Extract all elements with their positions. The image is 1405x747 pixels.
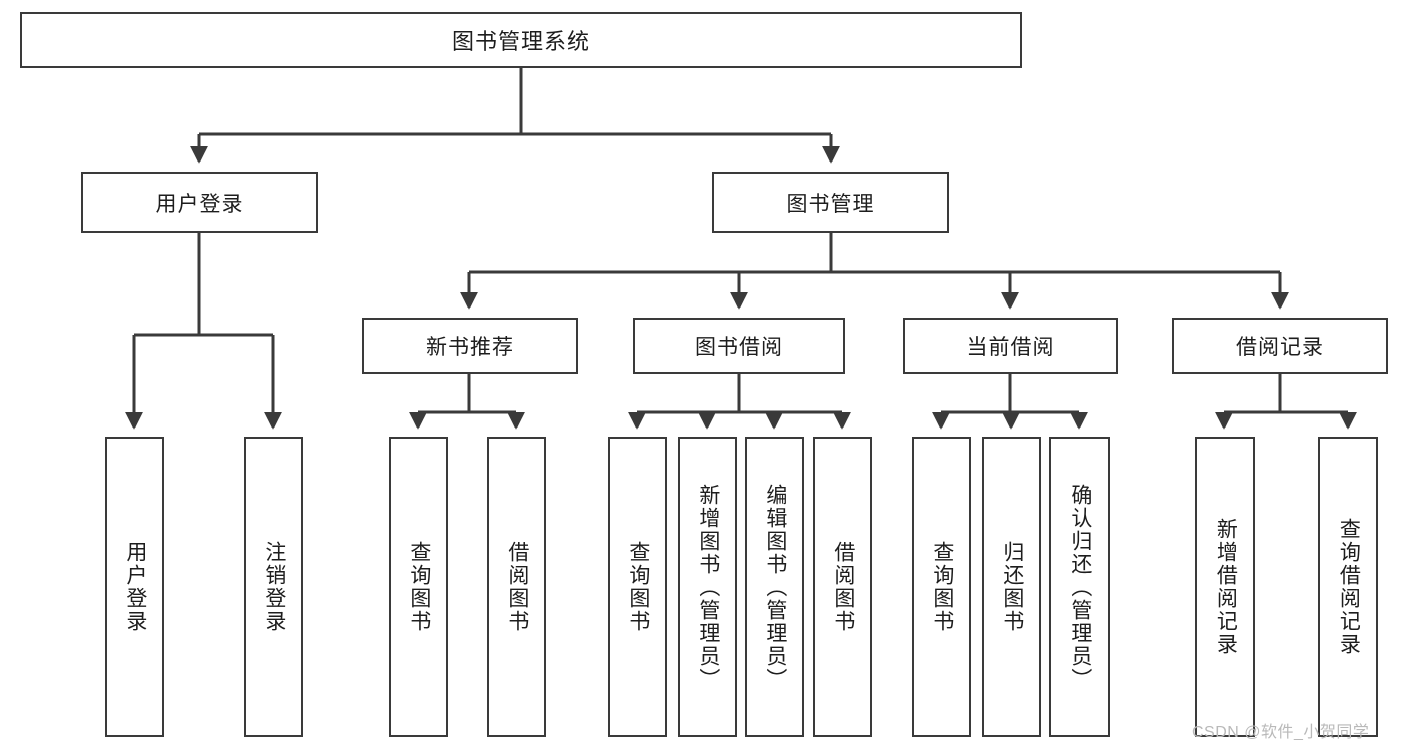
node-label: 用户登录 [155,192,244,216]
node-leaf-query-borrow-record[interactable]: 查询借阅记录 [1318,437,1378,737]
node-leaf-borrow-book-1[interactable]: 借阅图书 [487,437,546,737]
node-book-management-system[interactable]: 图书管理系统 [20,12,1022,68]
node-label: 编辑图书（管理员） [763,483,787,691]
node-borrow-record[interactable]: 借阅记录 [1172,318,1388,374]
node-label: 借阅记录 [1236,336,1324,359]
node-book-management[interactable]: 图书管理 [712,172,949,233]
node-leaf-query-book-2[interactable]: 查询图书 [608,437,667,737]
node-leaf-query-book-3[interactable]: 查询图书 [912,437,971,737]
node-leaf-borrow-book-2[interactable]: 借阅图书 [813,437,872,737]
node-new-book-recommend[interactable]: 新书推荐 [362,318,578,374]
node-label: 新增图书（管理员） [696,483,720,691]
node-leaf-user-login[interactable]: 用户登录 [105,437,164,737]
node-label: 新增借阅记录 [1214,518,1238,656]
node-label: 用户登录 [123,541,147,633]
node-label: 图书管理 [786,192,875,216]
node-label: 新书推荐 [426,336,514,359]
node-leaf-query-book-1[interactable]: 查询图书 [389,437,448,737]
node-label: 查询借阅记录 [1337,518,1361,656]
node-label: 查询图书 [626,541,650,633]
node-leaf-add-book-admin[interactable]: 新增图书（管理员） [678,437,737,737]
node-leaf-edit-book-admin[interactable]: 编辑图书（管理员） [745,437,804,737]
node-label: 借阅图书 [505,541,529,633]
node-current-borrow[interactable]: 当前借阅 [903,318,1118,374]
node-book-borrow[interactable]: 图书借阅 [633,318,845,374]
node-label: 查询图书 [407,541,431,633]
node-label: 归还图书 [1000,541,1024,633]
node-label: 当前借阅 [966,336,1055,359]
node-label: 注销登录 [262,541,286,633]
node-leaf-logout[interactable]: 注销登录 [244,437,303,737]
node-leaf-return-book[interactable]: 归还图书 [982,437,1041,737]
node-label: 借阅图书 [831,541,855,633]
node-user-login[interactable]: 用户登录 [81,172,318,233]
node-leaf-confirm-return-admin[interactable]: 确认归还（管理员） [1049,437,1110,737]
node-label: 图书借阅 [695,336,783,359]
node-label: 图书管理系统 [451,29,590,54]
node-leaf-add-borrow-record[interactable]: 新增借阅记录 [1195,437,1255,737]
node-label: 确认归还（管理员） [1068,483,1092,691]
node-label: 查询图书 [930,541,954,633]
csdn-watermark: CSDN @软件_小贺同学 [1192,724,1370,741]
